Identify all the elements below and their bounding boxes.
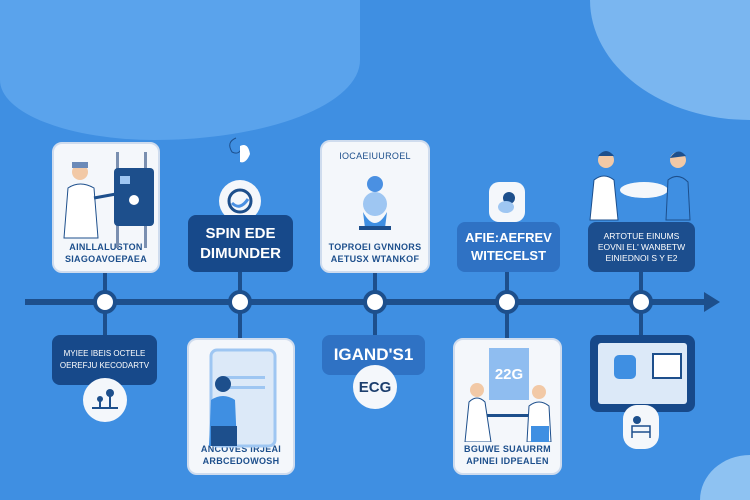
bird-icon [229, 137, 250, 163]
timeline-node[interactable] [93, 290, 117, 314]
step-text: DIMUNDER [200, 244, 281, 262]
step-label-4: AFIE:AEFREV WITECELST [457, 222, 560, 272]
step-text: OEREFJU KECODARTV [59, 361, 150, 370]
step-text: EINIEDNOI S Y E2 [605, 252, 678, 263]
step-text: MYIEE IBEIS OCTELE [63, 349, 146, 358]
plants-icon [83, 378, 127, 422]
document-icon [652, 353, 682, 379]
timeline-node[interactable] [495, 290, 519, 314]
patient-figure-illustration [359, 175, 391, 230]
screen-text: 22G [494, 365, 524, 383]
step-card-7: ANCOVES IRJEAI ARBCEDOWOSH [187, 338, 295, 475]
timeline-node[interactable] [629, 290, 653, 314]
ecg-text: ECG [358, 378, 392, 396]
step-text: WITECELST [470, 248, 547, 263]
step-card-1: AINLLALUSTON SIAGOAVOEPAEA [52, 142, 160, 273]
bed-icon [623, 405, 659, 449]
step-text: TOPROEI GVNNORS [328, 242, 422, 252]
baby-icon [489, 182, 525, 222]
timeline-arrow-icon [704, 292, 720, 312]
connector [639, 272, 643, 294]
step-text: ANCOVES IRJEAI [200, 444, 282, 454]
step-text: EOVNI EL' WANBETW [597, 241, 686, 252]
connector [505, 272, 509, 294]
step-label-6: MYIEE IBEIS OCTELE OEREFJU KECODARTV [52, 335, 157, 385]
connector [103, 272, 107, 294]
step-text: ARBCEDOWOSH [202, 456, 280, 466]
video-call-icon [614, 355, 636, 379]
step-title: IOCAEIUUROEL [339, 151, 411, 161]
step-text: AETUSX WTANKOF [330, 254, 420, 264]
step-text: ARTOTUE EINUMS [603, 230, 680, 241]
connector [505, 310, 509, 340]
step-text: AFIE:AEFREV [465, 230, 552, 245]
background-blob [0, 0, 360, 140]
timeline-node[interactable] [363, 290, 387, 314]
consultation-illustration [464, 383, 552, 442]
connector [373, 310, 377, 336]
background-circle [700, 455, 750, 500]
timeline-node[interactable] [228, 290, 252, 314]
connector [373, 272, 377, 294]
connector [238, 272, 242, 294]
background-circle [590, 0, 750, 120]
step-text: AINLLALUSTON [69, 242, 143, 252]
doctor-presenting-illustration [63, 152, 154, 248]
ecg-badge: ECG [353, 365, 397, 409]
connector [238, 310, 242, 340]
step-card-9: 22G BGUWE SUAURRM APINEI IDPEALEN [453, 338, 562, 475]
monitor-illustration [590, 335, 695, 412]
step-label-2: SPIN EDE DIMUNDER [188, 215, 293, 272]
step-text: SPIN EDE [205, 224, 276, 242]
step-text: APINEI IDPEALEN [466, 456, 549, 466]
step-text: BGUWE SUAURRM [464, 444, 551, 454]
step-text: IGAND'S1 [333, 345, 414, 364]
step-card-3: IOCAEIUUROEL TOPROEI GVNNORS AETUSX WTAN… [320, 140, 430, 273]
connector [103, 310, 107, 336]
connector [639, 310, 643, 336]
step-label-5: ARTOTUE EINUMS EOVNI EL' WANBETW EINIEDN… [588, 222, 695, 272]
consultation-illustration [589, 151, 691, 221]
screen-display: 22G [489, 348, 529, 400]
step-text: SIAGOAVOEPAEA [64, 254, 148, 264]
person-reading-chart-illustration [209, 348, 277, 448]
